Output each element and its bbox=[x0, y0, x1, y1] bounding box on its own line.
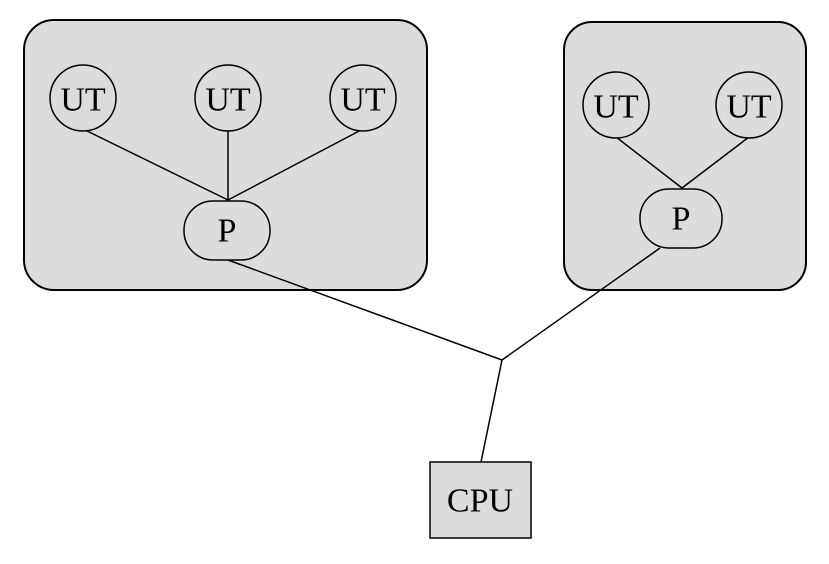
edge-p1-junction bbox=[227, 259, 503, 361]
connections bbox=[82, 128, 750, 463]
terminal-node: UT bbox=[715, 71, 783, 139]
terminal-node: UT bbox=[582, 71, 650, 139]
terminal-node: UT bbox=[194, 64, 262, 132]
terminal-label: UT bbox=[593, 89, 639, 126]
terminal-group-right bbox=[563, 21, 807, 291]
terminal-node: UT bbox=[49, 64, 117, 132]
terminal-group-left bbox=[23, 19, 428, 291]
terminal-node: UT bbox=[329, 64, 397, 132]
edge-junction-cpu bbox=[480, 359, 503, 463]
edge-ut3-p1 bbox=[227, 128, 364, 201]
processor-node: P bbox=[183, 200, 271, 261]
cpu-label: CPU bbox=[447, 483, 513, 520]
processor-label: P bbox=[218, 213, 237, 250]
edge-ut4-p2 bbox=[615, 136, 683, 189]
edge-ut5-p2 bbox=[681, 136, 750, 189]
terminal-label: UT bbox=[340, 82, 386, 119]
cpu-node: CPU bbox=[429, 461, 532, 539]
terminal-label: UT bbox=[205, 82, 251, 119]
processor-label: P bbox=[672, 201, 691, 238]
terminal-label: UT bbox=[726, 89, 772, 126]
processor-node: P bbox=[639, 188, 723, 249]
terminal-label: UT bbox=[60, 82, 106, 119]
edge-ut1-p1 bbox=[82, 128, 229, 201]
edge-p2-junction bbox=[501, 247, 661, 361]
